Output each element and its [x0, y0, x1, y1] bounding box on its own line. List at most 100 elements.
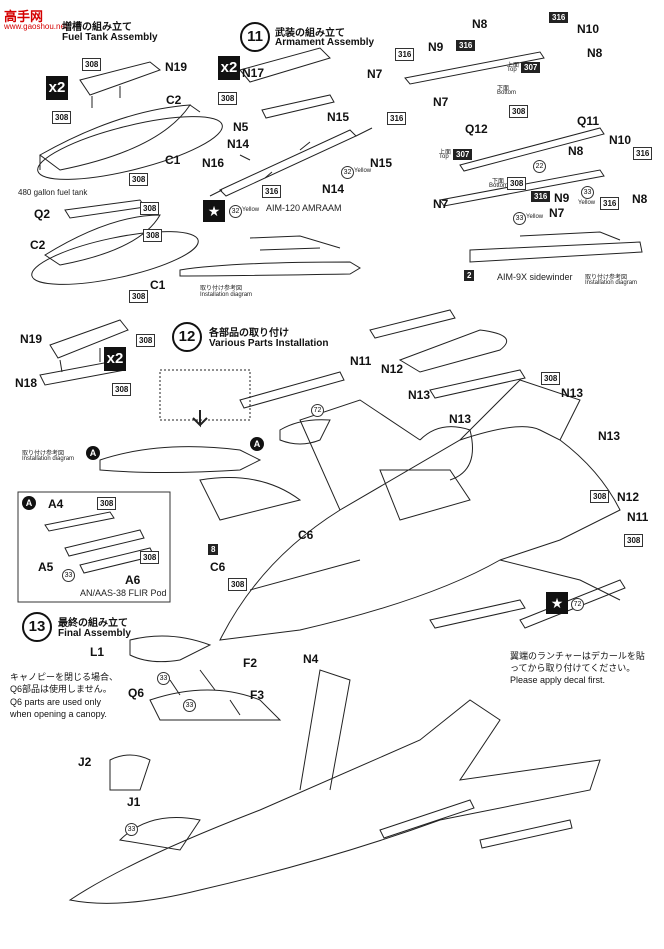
part-A6: A6 [125, 573, 141, 587]
part-C2: C2 [30, 238, 46, 252]
flir-box-a: A [22, 496, 36, 510]
canopy-j2 [109, 754, 151, 791]
step11-title-en: Armament Assembly [275, 37, 375, 48]
part-N10: N10 [609, 133, 632, 147]
part-A5: A5 [38, 560, 54, 574]
code-33: 33 [183, 699, 196, 712]
part-N7: N7 [367, 67, 383, 81]
bottom-en: Bottom [489, 183, 509, 189]
part-C1: C1 [150, 278, 166, 292]
part-N16: N16 [202, 156, 225, 170]
code-33: 33 [513, 212, 526, 225]
part-N19: N19 [20, 332, 43, 346]
code-33: 33 [157, 672, 170, 685]
pylon-n19-lower [49, 319, 129, 359]
part-N10: N10 [577, 22, 600, 36]
part-N7: N7 [433, 95, 449, 109]
part-N19: N19 [165, 60, 188, 74]
code-308: 308 [112, 383, 132, 396]
color-yellow: Yellow [526, 214, 544, 220]
code-307: 307 [453, 149, 473, 160]
part-N11: N11 [350, 354, 372, 368]
fuel-tank-c1-lower [31, 231, 199, 285]
part-J2: J2 [78, 755, 92, 769]
top-en: Top [507, 67, 517, 73]
part-N14: N14 [322, 182, 345, 196]
code-308: 308 [52, 111, 72, 124]
code-72: 72 [311, 404, 324, 417]
code-308: 308 [624, 534, 644, 547]
sidewinder-upper [404, 51, 545, 85]
canopy-l1 [129, 635, 212, 663]
color-yellow: Yellow [354, 168, 372, 174]
part-C1: C1 [165, 153, 181, 167]
code-308: 308 [129, 173, 149, 186]
code-316: 316 [387, 112, 407, 125]
install-en: Installation diagram [585, 280, 638, 286]
amraam-install [179, 261, 361, 277]
code-316: 316 [531, 191, 551, 202]
part-F2: F2 [243, 656, 258, 670]
code-22: 22 [533, 160, 546, 173]
color-yellow: Yellow [242, 207, 260, 213]
canopy-note-jp1: キャノピーを閉じる場合、 [10, 672, 119, 682]
part-C6: C6 [298, 528, 314, 542]
part-J1: J1 [127, 795, 141, 809]
code-72: 72 [571, 598, 584, 611]
step10-title-jp: 増槽の組み立て [62, 22, 132, 33]
part-C6: C6 [210, 560, 226, 574]
code-33: 33 [581, 186, 594, 199]
part-Q6: Q6 [128, 686, 145, 700]
part-N5: N5 [233, 120, 249, 134]
part-N14: N14 [227, 137, 250, 151]
step11-number: 11 [240, 22, 270, 52]
color-yellow: Yellow [578, 200, 596, 206]
step12-title-jp: 各部品の取り付け [209, 328, 289, 339]
canopy-note-en2: when opening a canopy. [10, 709, 107, 719]
bottom-jp: 下面 [497, 86, 510, 92]
code-316: 316 [633, 147, 653, 160]
code-308: 308 [140, 202, 160, 215]
pylon-q2 [64, 199, 146, 219]
code-33: 33 [125, 823, 138, 836]
install-en: Installation diagram [22, 456, 75, 462]
amraam-label: AIM-120 AMRAAM [266, 203, 342, 213]
part-A4: A4 [48, 497, 64, 511]
pylon-n17 [239, 47, 331, 83]
code-308: 308 [82, 58, 102, 71]
part-Q11: Q11 [577, 114, 600, 128]
part-N8: N8 [632, 192, 648, 206]
tank-left [199, 477, 302, 521]
code-8: 8 [208, 544, 219, 555]
part-Q2: Q2 [34, 207, 51, 221]
sidewinder-label: AIM-9X sidewinder [497, 272, 573, 282]
part-N12: N12 [617, 490, 640, 504]
sidewinder-install [469, 241, 643, 263]
top-en: Top [439, 154, 449, 160]
code-308: 308 [590, 490, 610, 503]
step12-number: 12 [172, 322, 202, 352]
code-308: 308 [143, 229, 163, 242]
step10-title-en: Fuel Tank Assembly [62, 32, 158, 43]
code-308: 308 [218, 92, 238, 105]
watermark-logo: 高手网 [4, 9, 44, 24]
code-316: 316 [456, 40, 476, 51]
code-308: 308 [509, 105, 529, 118]
code-316: 316 [395, 48, 415, 61]
fuel-tank-c1 [37, 116, 223, 180]
fuel-tank-c2 [44, 214, 161, 266]
flir-ref-a: A [86, 446, 100, 460]
code-308: 308 [507, 177, 527, 190]
part-N18: N18 [15, 376, 38, 390]
decal-star-icon: ★ [546, 592, 568, 614]
code-308: 308 [228, 578, 248, 591]
step12-title-en: Various Parts Installation [209, 338, 329, 349]
part-N13: N13 [408, 388, 431, 402]
install-jp: 取り付け参考図 [585, 275, 628, 281]
jet-top-view [219, 426, 621, 641]
part-N9: N9 [554, 191, 570, 205]
launcher-q11 [459, 127, 605, 172]
code-308: 308 [541, 372, 561, 385]
watermark-url: www.gaoshou.net [4, 22, 68, 31]
